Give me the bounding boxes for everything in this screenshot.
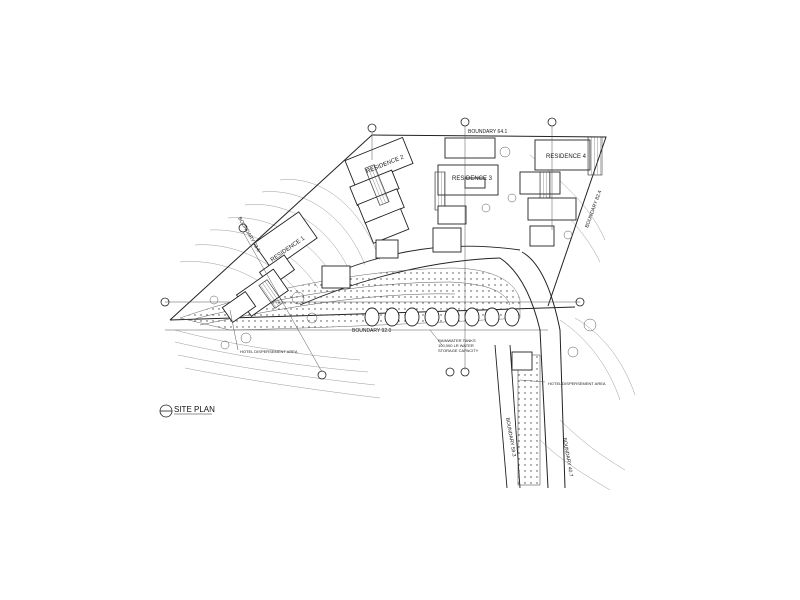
residence-1-building — [221, 211, 351, 324]
marker-left-edge — [160, 297, 170, 307]
residence-3-label: RESIDENCE 3 — [452, 176, 493, 182]
marker-left-mid — [238, 223, 323, 373]
marker-right-edge — [575, 297, 585, 307]
tanks-line-1: RAINWATER TANKS — [438, 338, 476, 343]
tanks-line-2: 100,000 LR WATER — [438, 343, 474, 348]
boundary-road-left-label: BOUNDARY 59.3 — [504, 417, 517, 457]
marker-top-right — [547, 117, 557, 230]
marker-bottom-left — [317, 370, 327, 380]
boundary-top-label: BOUNDARY 64.1 — [468, 129, 507, 135]
access-road — [299, 245, 566, 489]
dispersement-area-left-label: HOTEL DISPERSEMENT AREA — [240, 349, 298, 354]
dispersement-area-right-label: HOTEL DISPERSEMENT AREA — [548, 381, 606, 386]
residence-2-building — [344, 136, 414, 259]
residence-4-label: RESIDENCE 4 — [546, 154, 587, 160]
drawing-title: SITE PLAN — [174, 405, 215, 414]
boundary-right-label: BOUNDARY 82.4 — [584, 190, 603, 229]
residence-3-building — [432, 137, 499, 253]
boundary-lower-label: BOUNDARY 92.0 — [352, 328, 391, 334]
marker-bottom-mid — [445, 367, 455, 377]
marker-bottom-right — [460, 367, 470, 377]
marker-top-mid — [460, 117, 470, 370]
boundary-road-right-label: BOUNDARY 40.7 — [561, 437, 574, 477]
rainwater-tanks — [364, 307, 520, 327]
rainwater-tanks-label: RAINWATER TANKS 100,000 LR WATER STORAGE… — [438, 338, 479, 353]
marker-top-left — [367, 123, 377, 160]
drawing-title-block: SITE PLAN — [159, 404, 215, 418]
section-markers — [160, 117, 585, 383]
residence-4-building — [511, 136, 603, 371]
trees — [209, 146, 597, 358]
tanks-line-3: STORAGE CAPACITY — [438, 348, 479, 353]
